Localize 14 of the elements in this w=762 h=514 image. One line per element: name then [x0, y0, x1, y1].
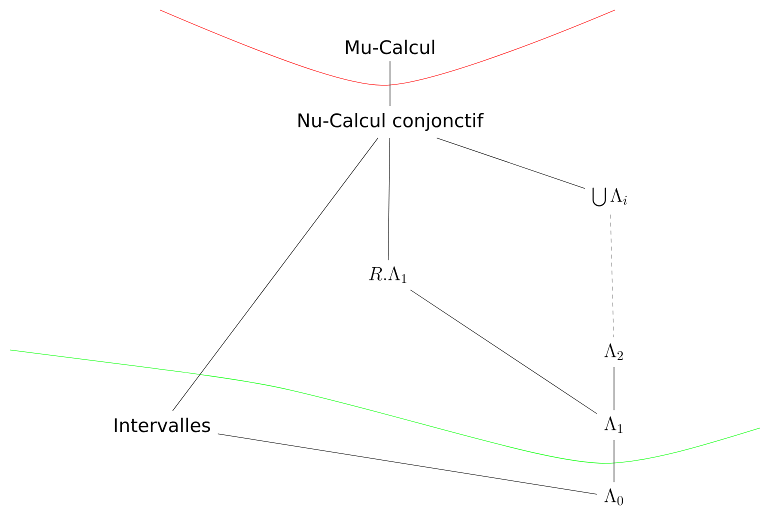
text-label: Intervalles	[114, 418, 210, 432]
formula-label: $\Lambda_1$	[604, 416, 622, 433]
formula-label: $R.\Lambda_1$	[368, 266, 406, 283]
connector-line	[410, 290, 598, 414]
text-label: Mu-Calcul	[346, 40, 434, 54]
formula-label: $\bigcup\Lambda_i$	[592, 188, 627, 206]
connector-line	[172, 138, 378, 412]
connector-line	[436, 138, 586, 189]
formula-label: $\Lambda_0$	[604, 488, 623, 506]
connector-line	[610, 214, 614, 338]
formula-label: $\Lambda_2$	[604, 343, 623, 360]
text-label: Nu-Calcul conjonctif	[298, 112, 484, 132]
connector-line	[218, 434, 598, 495]
connector-line	[388, 138, 390, 260]
